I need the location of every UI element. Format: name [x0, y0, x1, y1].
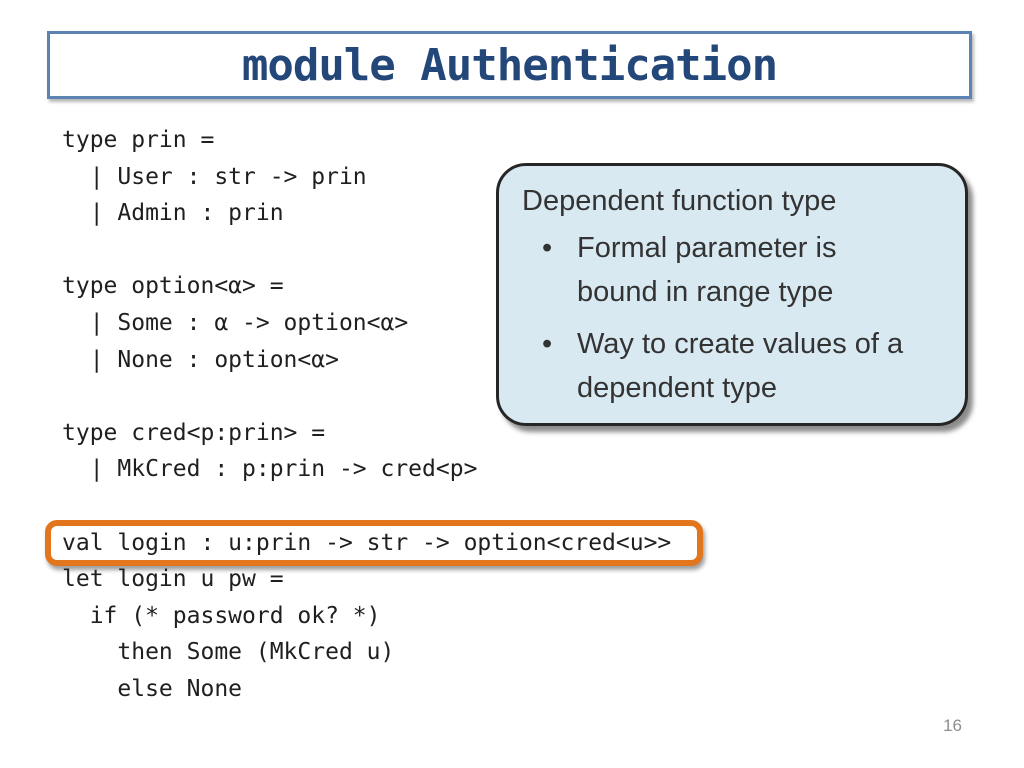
code-highlight-box — [45, 520, 703, 566]
code-line: | User : str -> prin — [62, 163, 367, 190]
code-block: type prin = | User : str -> prin | Admin… — [62, 122, 671, 708]
callout-bullet-text: Formal parameter is bound in range type — [577, 226, 836, 314]
callout-bullet-list: • Formal parameter is bound in range typ… — [522, 226, 949, 410]
slide-title: module Authentication — [241, 39, 778, 91]
page-number: 16 — [943, 716, 962, 735]
callout-bullet-line: bound in range type — [577, 276, 834, 308]
callout-title: Dependent function type — [522, 185, 837, 217]
code-line: if (* password ok? *) — [62, 602, 381, 629]
bullet-icon: • — [542, 232, 553, 264]
callout-bullet-line: dependent type — [577, 372, 777, 404]
code-line: let login u pw = — [62, 566, 284, 593]
callout-bullet-line: Formal parameter is — [577, 232, 837, 264]
callout-bullet-text: Way to create values of a dependent type — [577, 322, 903, 410]
callout-box: Dependent function type • Formal paramet… — [496, 163, 968, 426]
code-line-highlighted: val login : u:prin -> str -> option<cred… — [62, 529, 672, 556]
slide-title-box: module Authentication — [47, 31, 972, 99]
code-line — [62, 488, 671, 525]
code-line: else None — [62, 675, 243, 702]
callout-bullet-line: Way to create values of a — [577, 328, 904, 360]
code-line: type cred<p:prin> = — [62, 419, 326, 446]
bullet-icon: • — [542, 328, 553, 360]
code-line: | None : option<α> — [62, 346, 339, 373]
code-line: type prin = — [62, 127, 215, 153]
code-line: | Some : α -> option<α> — [62, 309, 409, 336]
callout-bullet: • Formal parameter is bound in range typ… — [522, 226, 949, 314]
code-line: | MkCred : p:prin -> cred<p> — [62, 456, 478, 483]
code-line: type option<α> = — [62, 273, 284, 300]
code-line: | Admin : prin — [62, 200, 284, 227]
code-line: then Some (MkCred u) — [62, 639, 395, 666]
callout-bullet: • Way to create values of a dependent ty… — [522, 322, 949, 410]
